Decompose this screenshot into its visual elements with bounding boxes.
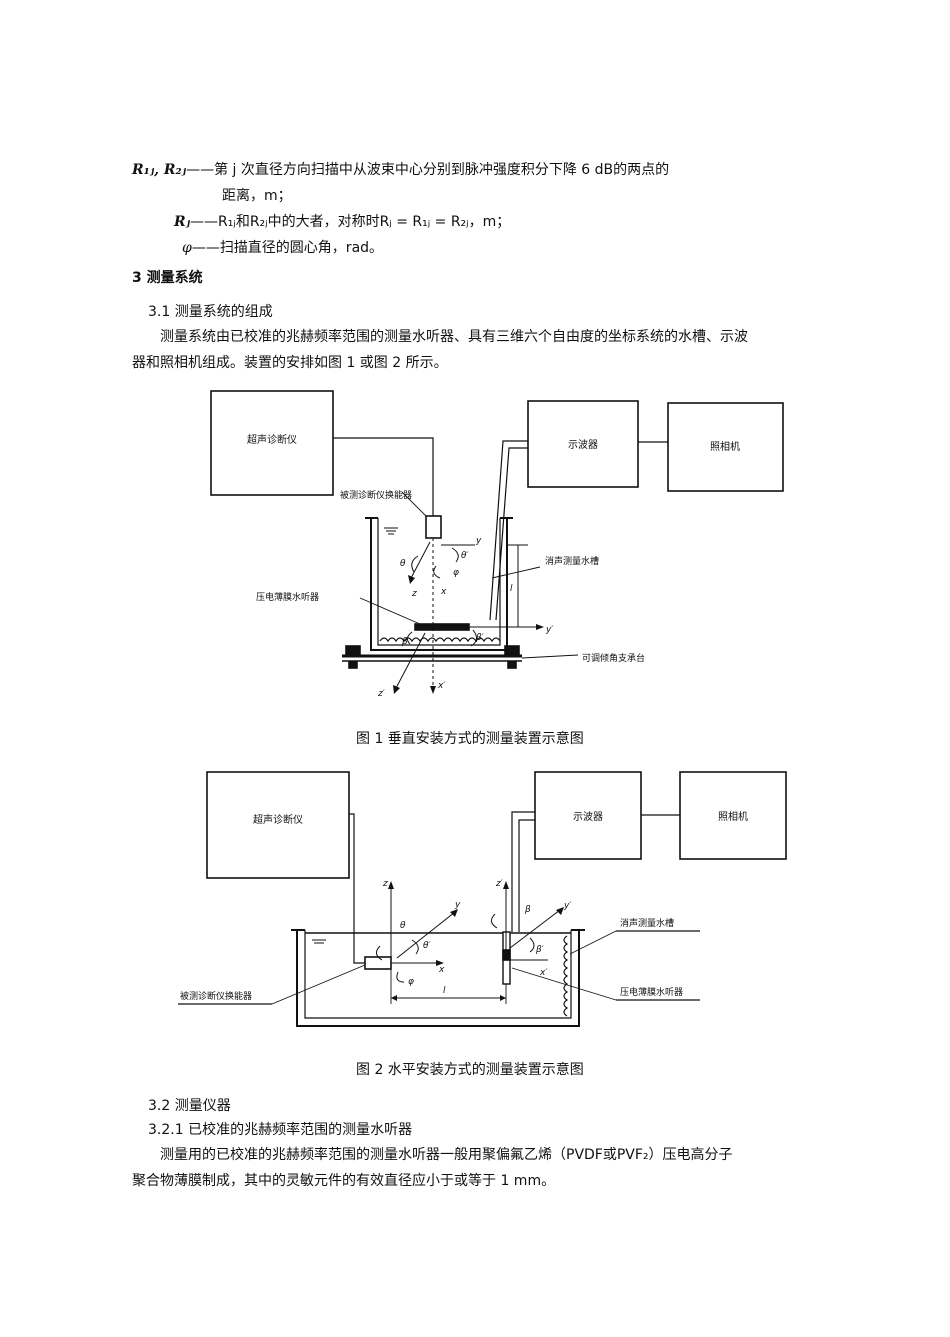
fig1-box-ultrasound (210, 390, 334, 496)
fig2-sym-theta: θ (400, 921, 406, 931)
fig2-wire-ultrasound (349, 813, 365, 964)
fig2-absorber (563, 935, 569, 1017)
fig2-tank-inner (304, 930, 572, 1019)
fig2-sym-y: y (454, 900, 461, 910)
fig2-label-camera: 照相机 (718, 810, 748, 823)
fig1-label-camera: 照相机 (710, 440, 740, 453)
section-3-2-1-paragraph: 测量用的已校准的兆赫频率范围的测量水听器一般用聚偏氟乙烯（PVDF或PVF₂）压… (132, 1142, 862, 1194)
fig1-sym-theta: θ (400, 559, 406, 569)
fig1-axis-z-prime (394, 632, 426, 691)
fig2-tank-outer (296, 930, 580, 1027)
fig1-label-stand: 可调倾角支承台 (582, 652, 645, 664)
fig2-label-transducer: 被测诊断仪换能器 (180, 990, 252, 1002)
section-3-title: 3 测量系统 (132, 270, 203, 286)
fig2-sym-z: z (382, 879, 388, 889)
fig1-sym-x-prime: x′ (437, 681, 445, 691)
def-text-2: ——R₁ⱼ和R₂ⱼ中的大者，对称时Rⱼ = R₁ⱼ = R₂ⱼ，m； (190, 214, 511, 230)
def-symbol-rj: Rⱼ (174, 214, 191, 230)
fig2-sym-x: x (438, 965, 445, 975)
figure-2-diagram: 超声诊断仪 示波器 照相机 被测诊断仪换能器 消声测量水槽 压电薄膜水听器 z … (178, 771, 787, 1027)
fig1-label-transducer: 被测诊断仪换能器 (340, 489, 412, 501)
fig1-sym-x: x (440, 587, 447, 597)
fig2-axis-y (396, 911, 456, 959)
fig1-sym-phi: φ (453, 568, 459, 578)
fig1-label-hydrophone: 压电薄膜水听器 (256, 591, 319, 603)
section-3-2-text: 3.2 测量仪器 (148, 1098, 231, 1114)
fig1-absorber (379, 637, 501, 643)
fig1-sym-z: z (411, 589, 417, 599)
section-3-2-title: 3.2 测量仪器 (148, 1096, 231, 1116)
fig2-sym-beta: β (524, 905, 531, 915)
def-line-1-cont: 距离，m； (222, 188, 292, 204)
section-3-2-1-title: 3.2.1 已校准的兆赫频率范围的测量水听器 (148, 1122, 413, 1138)
fig2-sym-beta-prime: β′ (535, 945, 544, 955)
def-text-3: ——扫描直径的圆心角，rad。 (191, 240, 384, 256)
figure-1-diagram: 超声诊断仪 示波器 照相机 被测诊断仪换能器 消声测量水槽 压电薄膜水听器 可调… (210, 390, 784, 699)
fig1-sym-z-prime: z′ (377, 689, 385, 699)
fig2-sym-theta-prime: θ′ (423, 941, 431, 951)
fig2-axis-y-prime (509, 909, 561, 949)
section-3-1-line-1: 测量系统由已校准的兆赫频率范围的测量水听器、具有三维六个自由度的坐标系统的水槽、… (160, 329, 748, 345)
def-text-1: ——第 j 次直径方向扫描中从波束中心分别到脉冲强度积分下降 6 dB的两点的 (186, 162, 670, 178)
figure-1-caption: 图 1 垂直安装方式的测量装置示意图 (356, 731, 584, 747)
fig1-box-scope (527, 400, 639, 488)
fig2-transducer (364, 956, 392, 970)
fig1-sym-y: y (475, 536, 482, 546)
fig2-label-tank: 消声测量水槽 (620, 917, 674, 929)
fig2-label-scope: 示波器 (573, 810, 603, 823)
fig1-sym-y-prime: y′ (545, 625, 553, 635)
fig1-label-scope: 示波器 (568, 438, 598, 451)
def-symbol-r1j-r2j: R₁ⱼ, R₂ⱼ (132, 162, 187, 178)
fig2-wire-scope-a (511, 811, 535, 932)
fig2-sym-x-prime: x′ (539, 968, 547, 978)
section-3-2-1-line-1: 测量用的已校准的兆赫频率范围的测量水听器一般用聚偏氟乙烯（PVDF或PVF₂）压… (160, 1147, 733, 1163)
fig1-wire-scope-a (489, 440, 528, 621)
def-line-1: R₁ⱼ, R₂ⱼ——第 j 次直径方向扫描中从波束中心分别到脉冲强度积分下降 6… (132, 160, 669, 180)
def-line-2: Rⱼ——R₁ⱼ和R₂ⱼ中的大者，对称时Rⱼ = R₁ⱼ = R₂ⱼ，m； (174, 212, 510, 232)
fig1-box-camera (667, 402, 784, 492)
section-3-2-1-line-2: 聚合物薄膜制成，其中的灵敏元件的有效直径应小于或等于 1 mm。 (132, 1173, 556, 1189)
fig1-tank-inner (377, 518, 501, 646)
fig2-sym-y-prime: y′ (563, 901, 571, 911)
fig1-label-tank: 消声测量水槽 (545, 555, 599, 567)
fig1-wire-ultrasound (333, 437, 434, 516)
fig2-label-ultrasound: 超声诊断仪 (253, 813, 303, 826)
fig1-sym-theta-prime: θ′ (461, 551, 469, 561)
fig2-box-ultrasound (206, 771, 350, 879)
fig1-sym-beta-prime: β′ (475, 633, 484, 643)
fig1-tank-outer (370, 518, 508, 651)
fig1-sym-l: l (510, 584, 513, 594)
fig2-label-hydrophone: 压电薄膜水听器 (620, 986, 683, 998)
section-3-1-line-2: 器和照相机组成。装置的安排如图 1 或图 2 所示。 (132, 355, 448, 371)
figure-2-caption: 图 2 水平安装方式的测量装置示意图 (356, 1062, 584, 1078)
def-symbol-phi: φ (182, 240, 192, 256)
fig1-sym-beta: β (401, 637, 408, 647)
section-3-1-title: 3.1 测量系统的组成 (148, 304, 273, 320)
section-3-1-paragraph: 测量系统由已校准的兆赫频率范围的测量水听器、具有三维六个自由度的坐标系统的水槽、… (132, 324, 832, 376)
fig2-sym-phi: φ (408, 977, 414, 987)
def-line-3: φ——扫描直径的圆心角，rad。 (182, 238, 383, 258)
fig2-sym-l: l (443, 986, 446, 996)
fig1-label-ultrasound: 超声诊断仪 (247, 433, 297, 446)
fig2-sym-z-prime: z′ (495, 879, 503, 889)
